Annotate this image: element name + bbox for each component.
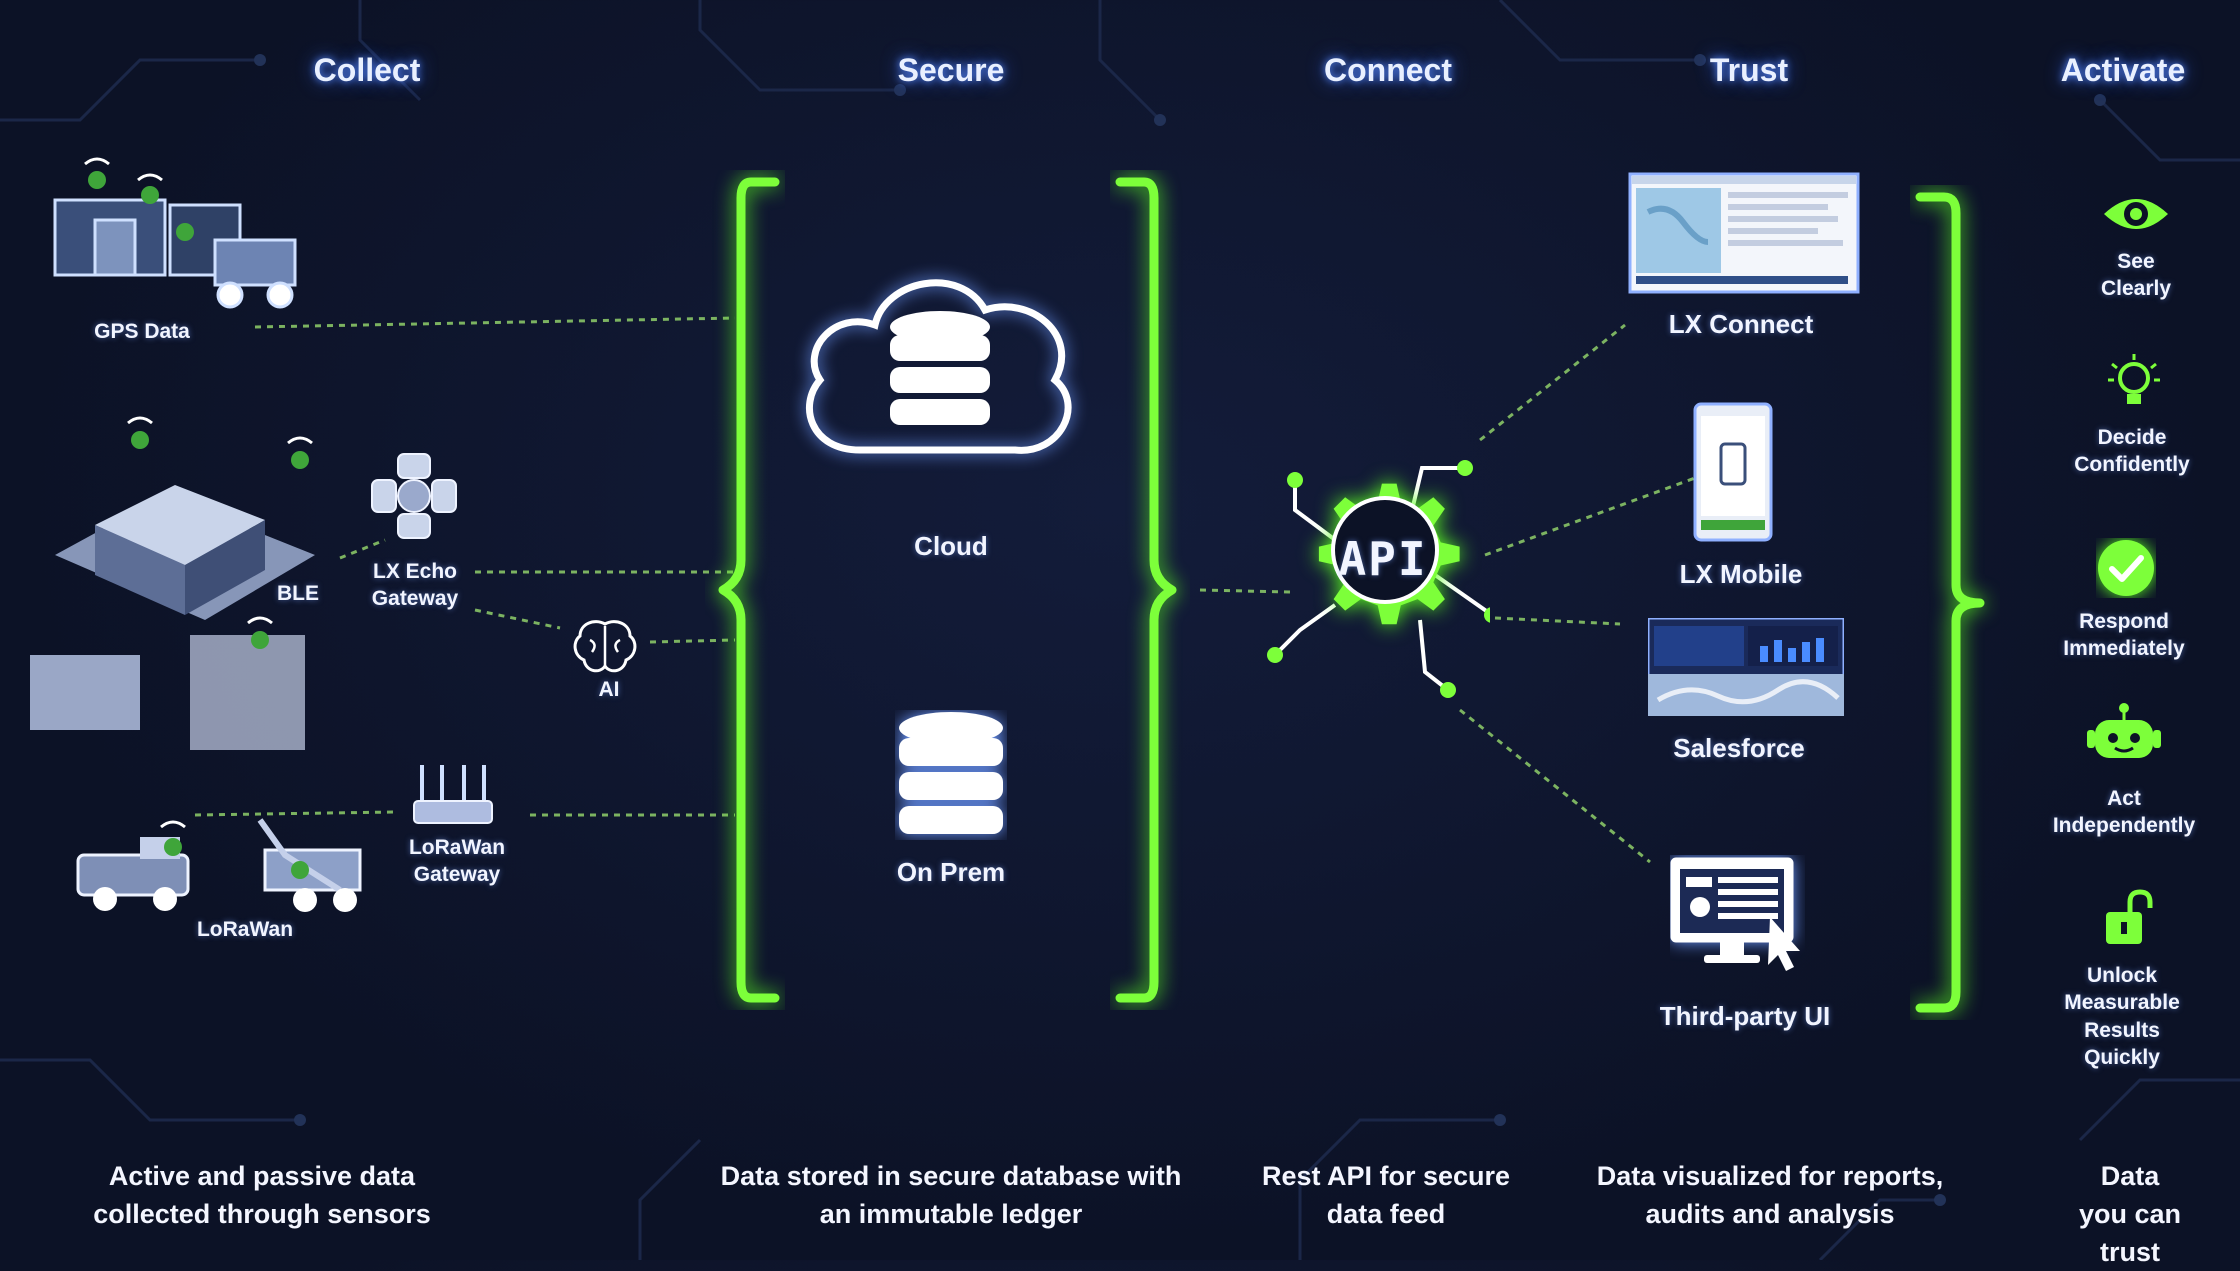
checkmark-icon (2098, 540, 2154, 596)
lx-echo-gateway-line-1: LX Echo (372, 560, 458, 583)
footer-collect-line-2: collected through sensors (93, 1198, 431, 1229)
header-activate: Activate (2060, 52, 2186, 88)
lorawan-gateway-label: LoRaWan Gateway (409, 834, 505, 889)
lx-mobile-phone-icon (1693, 402, 1773, 542)
api-gear-icon (1267, 460, 1490, 698)
salesforce-dashboard-screenshot (1648, 618, 1844, 716)
unlock-results-line-1: Unlock (2086, 964, 2157, 987)
brain-icon (573, 620, 637, 673)
respond-immediately-label: Respond Immediately (2063, 608, 2184, 663)
respond-immediately-line-1: Respond (2079, 610, 2169, 633)
footer-connect-line-1: Rest API for secure (1261, 1161, 1511, 1191)
lx-echo-gateway-icon (371, 453, 457, 539)
header-connect: Connect (1324, 52, 1452, 88)
monitor-dashboard-icon (1670, 857, 1800, 971)
decide-confidently-line-2: Confidently (2074, 453, 2190, 477)
lorawan-label: LoRaWan (196, 918, 294, 941)
footer-connect-line-2: data feed (1326, 1198, 1446, 1229)
lightbulb-icon (2108, 354, 2160, 404)
header-trust: Trust (1709, 52, 1789, 88)
footer-trust-line-1: Data visualized for reports, (1596, 1161, 1944, 1191)
footer-activate-line-2: trust (2100, 1236, 2160, 1267)
footer-trust-line-2: audits and analysis (1645, 1198, 1895, 1229)
third-party-ui-label: Third-party UI (1659, 1001, 1831, 1031)
lorawan-router-icon (413, 765, 493, 824)
lorawan-gateway-line-2: Gateway (413, 863, 501, 887)
lx-echo-gateway-label: LX Echo Gateway (372, 558, 458, 613)
header-collect: Collect (313, 52, 421, 88)
act-independently-line-2: Independently (2052, 814, 2196, 838)
decide-confidently-line-1: Decide (2097, 426, 2167, 449)
unlock-results-label: Unlock Measurable Results Quickly (2064, 962, 2180, 1071)
ble-label: BLE (277, 582, 319, 605)
unlock-results-line-3: Results (2084, 1018, 2160, 1042)
secure-right-brace (1115, 177, 1177, 1003)
lx-echo-gateway-line-2: Gateway (371, 587, 459, 611)
footer-connect: Rest API for secure data feed (1262, 1158, 1510, 1234)
secure-left-brace (718, 177, 780, 1003)
decide-confidently-label: Decide Confidently (2074, 424, 2190, 479)
footer-collect-line-1: Active and passive data (108, 1161, 416, 1191)
database-icon (899, 712, 1003, 834)
header-secure: Secure (897, 52, 1005, 88)
footer-secure: Data stored in secure database with an i… (721, 1158, 1182, 1234)
unlock-icon (2106, 889, 2153, 944)
act-independently-line-1: Act (2107, 787, 2141, 810)
footer-secure-line-2: an immutable ledger (819, 1198, 1083, 1229)
cloud-label: Cloud (914, 531, 988, 561)
see-clearly-line-1: See (2117, 250, 2155, 273)
salesforce-label: Salesforce (1673, 733, 1805, 763)
api-label: API (1338, 532, 1428, 586)
unlock-results-line-2: Measurable (2064, 991, 2180, 1015)
footer-secure-line-1: Data stored in secure database with (720, 1161, 1182, 1191)
respond-immediately-line-2: Immediately (2063, 637, 2185, 661)
activate-right-brace (1915, 192, 1985, 1013)
ai-label: AI (598, 678, 620, 701)
unlock-results-line-4: Quickly (2084, 1045, 2160, 1069)
ble-warehouse-illustration (30, 416, 315, 750)
robot-icon (2087, 703, 2161, 758)
footer-activate: Data you can trust (2075, 1158, 2185, 1271)
lx-mobile-label: LX Mobile (1679, 559, 1803, 589)
lorawan-gateway-line-1: LoRaWan (408, 836, 506, 859)
gps-data-label: GPS Data (94, 320, 190, 343)
see-clearly-line-2: Clearly (2100, 277, 2172, 301)
see-clearly-label: See Clearly (2101, 248, 2171, 303)
footer-collect: Active and passive data collected throug… (93, 1158, 431, 1234)
footer-trust: Data visualized for reports, audits and … (1597, 1158, 1944, 1234)
eye-icon (2104, 199, 2168, 229)
footer-activate-line-1: Data you can (2078, 1161, 2182, 1229)
lx-connect-screenshot (1628, 172, 1860, 294)
on-prem-label: On Prem (896, 857, 1006, 887)
gps-warehouse-illustration (53, 157, 297, 309)
lx-connect-label: LX Connect (1668, 309, 1814, 339)
act-independently-label: Act Independently (2053, 785, 2195, 840)
cloud-database-icon (805, 279, 1072, 454)
lorawan-vehicles-illustration (76, 818, 362, 912)
